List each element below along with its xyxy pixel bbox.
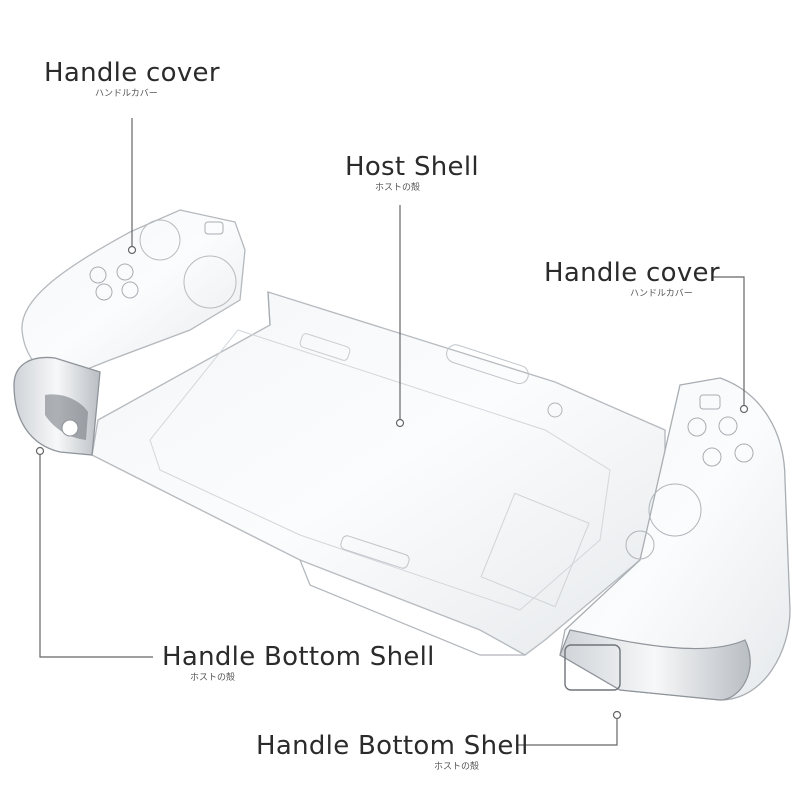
marker-handle-bottom-left (35, 446, 45, 456)
label-subtitle: ホストの殻 (190, 673, 236, 683)
label-handle-bottom-right: Handle Bottom Shell ホストの殻 (256, 731, 529, 773)
left-handle-cover-graphic (21, 209, 246, 381)
label-title: Handle cover (544, 258, 720, 288)
marker-handle-bottom-right (612, 710, 622, 720)
left-handle-bottom-graphic (13, 356, 101, 456)
label-title: Handle cover (44, 58, 220, 88)
label-handle-bottom-left: Handle Bottom Shell ホストの殻 (162, 642, 435, 684)
leader-handle-cover-right (712, 276, 745, 406)
label-handle-cover-top: Handle cover ハンドルカバー (44, 58, 220, 100)
marker-handle-cover-right (739, 404, 749, 414)
label-handle-cover-right: Handle cover ハンドルカバー (544, 258, 720, 300)
leader-handle-bottom-right (516, 718, 618, 746)
label-subtitle: ホストの殻 (434, 762, 480, 772)
right-handle-graphic (559, 377, 791, 701)
marker-handle-cover-top (127, 245, 137, 255)
label-title: Handle Bottom Shell (162, 642, 435, 672)
leader-lines (35, 118, 749, 746)
label-subtitle: ハンドルカバー (630, 289, 693, 299)
label-title: Handle Bottom Shell (256, 731, 529, 761)
label-subtitle: ハンドルカバー (95, 89, 158, 99)
label-title: Host Shell (345, 152, 479, 182)
marker-host-shell (395, 418, 405, 428)
label-host-shell: Host Shell ホストの殻 (345, 152, 479, 194)
host-shell-graphic (91, 291, 666, 656)
leader-handle-bottom-left (39, 455, 153, 658)
label-subtitle: ホストの殻 (375, 183, 421, 193)
